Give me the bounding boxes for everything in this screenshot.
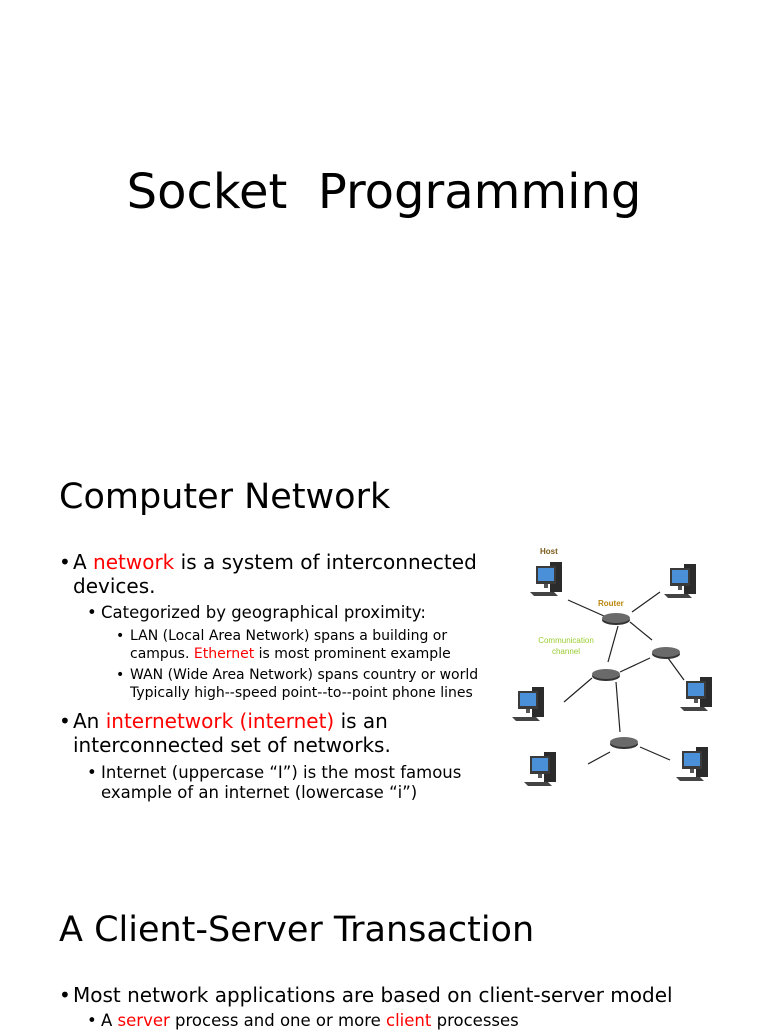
- highlight-server: server: [117, 1011, 170, 1030]
- bullet-internet-cont: example of an internet (lowercase “i”): [101, 783, 418, 802]
- highlight-client: client: [386, 1011, 432, 1030]
- bullet-dot: •: [59, 709, 71, 733]
- label-host: Host: [540, 547, 558, 556]
- highlight-internetwork: internetwork (internet): [105, 709, 335, 733]
- slide-heading: A Client-Server Transaction: [59, 910, 535, 950]
- host-computer-icon: [530, 562, 562, 596]
- bullet-dot: •: [116, 628, 125, 644]
- host-computer-icon: [524, 752, 556, 786]
- network-diagram: Host Router Communication channel: [512, 547, 712, 786]
- communication-links: [563, 591, 685, 765]
- bullet-internetwork-cont: interconnected set of networks.: [73, 733, 391, 757]
- label-router: Router: [598, 599, 624, 608]
- router-icon: [592, 669, 620, 681]
- slide-title-heading: Socket Programming: [126, 164, 642, 220]
- label-channel: Communication: [538, 636, 594, 645]
- bullet-internet: Internet (uppercase “I”) is the most fam…: [101, 763, 462, 782]
- bullet-dot: •: [87, 1011, 97, 1030]
- slide-computer-network: Computer Network • A network is a system…: [0, 420, 768, 850]
- bullet-lan: LAN (Local Area Network) spans a buildin…: [130, 628, 448, 644]
- bullet-client-server-model: Most network applications are based on c…: [73, 983, 673, 1007]
- bullet-dot: •: [116, 667, 125, 683]
- host-computer-icon: [680, 677, 712, 711]
- bullet-network: A network is a system of interconnected: [73, 550, 477, 574]
- highlight-network: network: [93, 550, 175, 574]
- bullet-dot: •: [59, 550, 71, 574]
- slide-heading: Computer Network: [59, 477, 391, 517]
- bullet-dot: •: [87, 603, 97, 622]
- bullet-wan-cont: Typically high--speed point--to--point p…: [130, 685, 473, 701]
- bullet-internetwork: An internetwork (internet) is an: [73, 709, 388, 733]
- bullet-wan: WAN (Wide Area Network) spans country or…: [130, 667, 479, 683]
- slide-client-server: A Client-Server Transaction • Most netwo…: [0, 850, 768, 1030]
- host-computer-icon: [664, 564, 696, 598]
- bullet-dot: •: [59, 983, 71, 1007]
- label-channel-cont: channel: [552, 647, 580, 656]
- bullet-server-process: A server process and one or more client …: [101, 1011, 519, 1030]
- bullet-dot: •: [87, 763, 97, 782]
- bullet-network-cont: devices.: [73, 574, 156, 598]
- router-icon: [652, 647, 680, 659]
- bullet-categorized: Categorized by geographical proximity:: [101, 603, 426, 622]
- highlight-ethernet: Ethernet: [193, 646, 255, 662]
- router-icon: [602, 613, 630, 625]
- host-computer-icon: [676, 747, 708, 781]
- host-computer-icon: [512, 687, 544, 721]
- bullet-lan-cont: campus. Ethernet is most prominent examp…: [130, 646, 451, 662]
- slide-title: Socket Programming: [0, 0, 768, 420]
- router-icon: [610, 737, 638, 749]
